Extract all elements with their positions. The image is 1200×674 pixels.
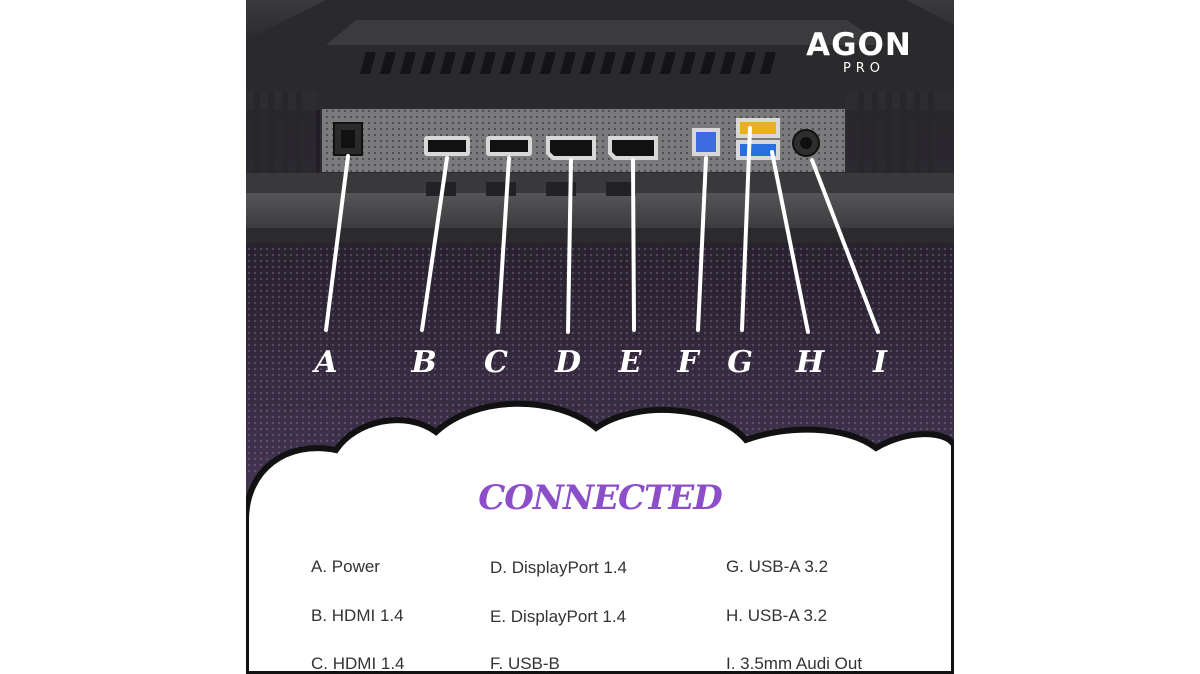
port-letter-d: D — [554, 345, 581, 380]
pointer-lines — [324, 126, 880, 334]
port-letters: A B C D E F G H I — [311, 345, 888, 380]
port-letter-e: E — [618, 345, 643, 380]
port-letter-a: A — [311, 345, 337, 380]
usb-a-port-yellow — [736, 118, 780, 138]
monitor-ports-illustration: A B C D E F G H I — [246, 0, 954, 674]
brand-subtitle: PRO — [842, 61, 886, 76]
hdmi-port-2 — [486, 136, 532, 156]
pointer-line-f — [696, 156, 708, 332]
usb-b-port — [692, 128, 720, 156]
brand-name: AGON — [806, 27, 912, 63]
monitor-housing — [246, 0, 954, 202]
headline: CONNECTED — [478, 478, 723, 518]
brand-logo: AGON PRO — [794, 28, 924, 76]
displayport-port-1 — [546, 136, 596, 160]
port-letter-i: I — [872, 345, 888, 380]
hdmi-port-1 — [424, 136, 470, 156]
port-letter-h: H — [795, 345, 826, 380]
pointer-line-b — [420, 156, 449, 332]
legend-item-a: A. Power — [311, 557, 380, 576]
pointer-line-a — [324, 154, 350, 332]
legend-item-c: C. HDMI 1.4 — [311, 654, 405, 673]
power-port — [333, 122, 363, 156]
pointer-line-d — [566, 158, 573, 334]
legend-item-i: I. 3.5mm Audi Out — [726, 654, 863, 673]
pointer-line-e — [631, 158, 636, 332]
port-letter-c: C — [484, 345, 508, 380]
legend-item-b: B. HDMI 1.4 — [311, 606, 404, 625]
legend-item-e: E. DisplayPort 1.4 — [490, 607, 627, 626]
pointer-line-c — [496, 156, 511, 334]
cloud-shape — [246, 400, 954, 674]
pointer-line-i — [810, 158, 880, 334]
legend-item-d: D. DisplayPort 1.4 — [490, 558, 627, 577]
legend-item-h: H. USB-A 3.2 — [726, 606, 828, 625]
legend-item-f: F. USB-B — [490, 654, 560, 673]
pointer-line-h — [770, 150, 810, 334]
audio-jack — [792, 129, 820, 157]
pointer-line-g — [740, 126, 752, 332]
legend-item-g: G. USB-A 3.2 — [726, 557, 829, 576]
infographic-card: A B C D E F G H I AGON PRO CONNECTED A. … — [246, 0, 954, 674]
port-letter-b: B — [410, 345, 436, 380]
port-letter-g: G — [727, 345, 753, 380]
displayport-port-2 — [608, 136, 658, 160]
port-letter-f: F — [676, 345, 701, 380]
